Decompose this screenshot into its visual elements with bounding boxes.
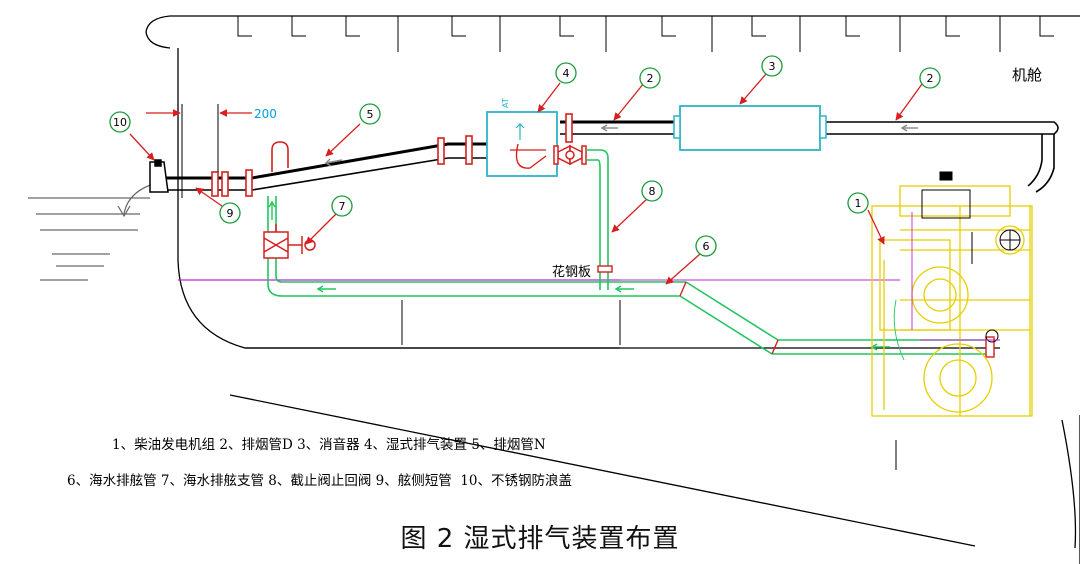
pipe-flanges: [211, 113, 573, 197]
callout-3-text: 3: [769, 60, 776, 73]
callout-9-text: 9: [227, 207, 234, 220]
callout-5: [359, 103, 381, 125]
muffler-tag: AT: [501, 98, 510, 108]
engine-coolant: [893, 299, 905, 361]
figure-caption: 图 2 湿式排气装置布置: [400, 524, 680, 554]
callout-10: [109, 111, 131, 133]
seawater-pipe: [267, 149, 995, 355]
breather-pipe: [271, 141, 289, 172]
dimension-200: 200: [146, 104, 277, 198]
legend-line-1: 1、柴油发电机组 2、排烟管D 3、消音器 4、湿式排气装置 5、排烟管N: [112, 437, 546, 453]
callout-7-text: 8: [649, 185, 656, 198]
engine-details: [921, 171, 1021, 343]
callout-2a: [639, 67, 661, 89]
callout-8-text: 7: [339, 200, 346, 213]
exhaust-flow-arrows: [324, 124, 918, 167]
compartment-label: 机舱: [1012, 66, 1042, 84]
callout-10-text: 10: [113, 116, 127, 129]
exhaust-pipe-highlight: [160, 120, 680, 180]
globe-check-valve-icon: [263, 224, 316, 259]
callout-1: [847, 192, 869, 214]
callout-4: [555, 62, 577, 84]
callout-3: [761, 55, 783, 77]
engine-icon: [871, 185, 1033, 417]
callout-2a-text: 2: [647, 72, 654, 85]
legend-line-2: 6、海水排舷管 7、海水排舷支管 8、截止阀止回阀 9、舷侧短管 10、不锈钢防…: [67, 473, 572, 489]
callout-2b-text: 2: [927, 72, 934, 85]
plate-label: 花钢板: [552, 264, 591, 280]
callout-4-text: 4: [563, 67, 570, 80]
seawater-joints: [597, 265, 995, 358]
exhaust-pipe: [160, 121, 1059, 193]
callout-6-text: 6: [703, 240, 710, 253]
valve-icon: [553, 144, 587, 166]
callout-5-text: 5: [367, 108, 374, 121]
callout-8: [331, 195, 353, 217]
deck-frames: [237, 16, 1054, 470]
storm-cover-icon: [149, 159, 169, 193]
wet-exhaust-device: AT: [486, 98, 558, 177]
callout-numbers: 10 9 5 4 2 3 2 8 6 7 1: [113, 60, 934, 253]
callout-6: [695, 235, 717, 257]
dimension-value: 200: [254, 107, 277, 121]
callout-leaders: [129, 73, 923, 285]
callout-9: [219, 202, 241, 224]
hull-outline: [145, 15, 1080, 564]
muffler: [673, 105, 827, 151]
callout-bubbles: [109, 55, 941, 257]
engine-wiring: [911, 212, 1000, 341]
waterline: [28, 197, 150, 281]
callout-2b: [919, 67, 941, 89]
callout-1-text: 1: [855, 197, 862, 210]
callout-7: [641, 180, 663, 202]
